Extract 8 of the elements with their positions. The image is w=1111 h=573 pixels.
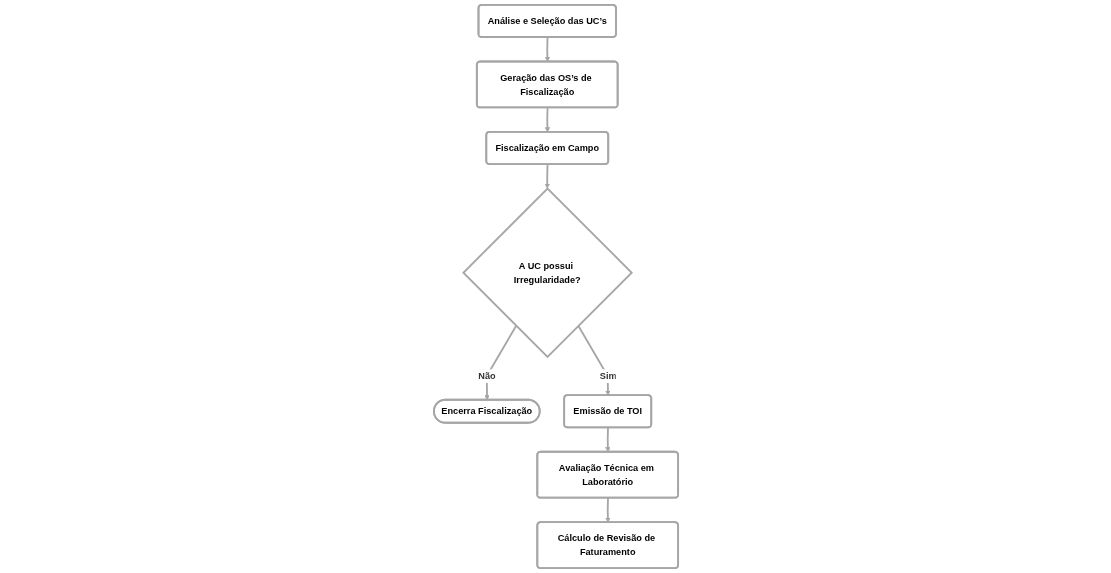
arrow (544, 106, 550, 133)
arrow (483, 324, 517, 401)
arrow (604, 497, 611, 523)
arrow (544, 36, 550, 63)
arrow (604, 426, 611, 453)
node-diamond: A UC possui Irregularidade? (461, 187, 633, 359)
edge-label: Não (477, 370, 496, 381)
arrow (544, 163, 550, 189)
